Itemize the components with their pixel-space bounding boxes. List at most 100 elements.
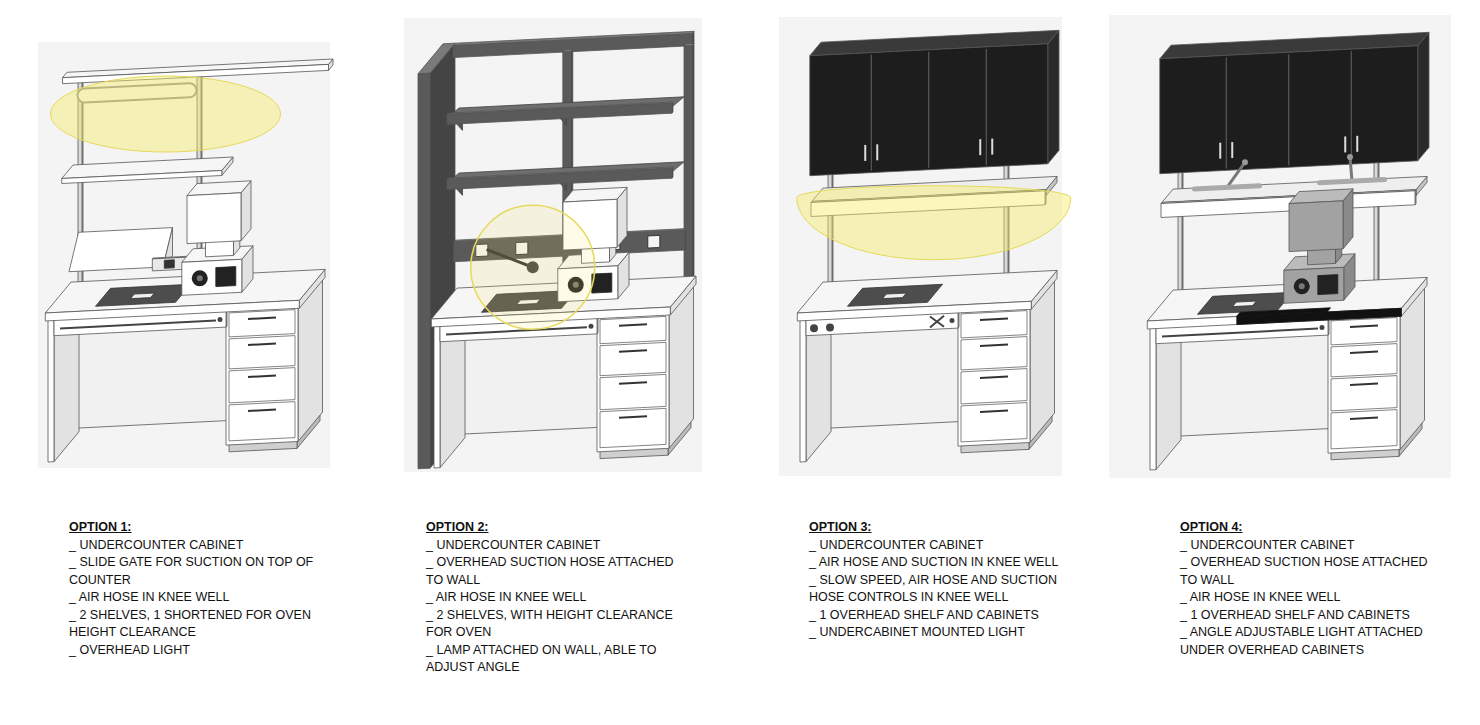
bench-knob bbox=[1320, 325, 1325, 330]
option-feature: _ OVERHEAD LIGHT bbox=[69, 642, 319, 660]
bench-face bbox=[1237, 308, 1402, 324]
option-column: OPTION 3:_ UNDERCOUNTER CABINET_ AIR HOS… bbox=[809, 519, 1059, 642]
option-feature: _ ANGLE ADJUSTABLE LIGHT ATTACHED UNDER … bbox=[1180, 624, 1435, 659]
bench-line bbox=[979, 139, 981, 155]
illustration-panel bbox=[404, 18, 702, 472]
illustration-panel bbox=[38, 42, 330, 468]
bench-line bbox=[1226, 57, 1227, 168]
option-column: OPTION 1:_ UNDERCOUNTER CABINET_ SLIDE G… bbox=[69, 519, 319, 659]
bench-line bbox=[986, 49, 987, 165]
bench-face bbox=[1331, 344, 1397, 377]
bench-face bbox=[418, 73, 430, 469]
bench-knob bbox=[1299, 283, 1305, 289]
workbench-option bbox=[779, 17, 1071, 476]
bench-line bbox=[619, 324, 647, 325]
option-heading: OPTION 1: bbox=[69, 519, 319, 537]
bench-knob bbox=[1242, 159, 1248, 165]
option-feature: _ AIR HOSE IN KNEE WELL bbox=[69, 589, 319, 607]
option-feature: _ OVERHEAD SUCTION HOSE ATTACHED TO WALL bbox=[1180, 554, 1435, 589]
option-heading: OPTION 4: bbox=[1180, 519, 1435, 537]
bench-face bbox=[1160, 46, 1418, 174]
bench-face bbox=[1178, 161, 1182, 291]
bench-face bbox=[1331, 376, 1397, 411]
workbench-option bbox=[38, 42, 333, 468]
bench-line bbox=[1350, 326, 1378, 327]
bench-face bbox=[1318, 275, 1338, 295]
bench-face bbox=[1374, 151, 1378, 281]
bench-line bbox=[248, 318, 276, 319]
bench-line bbox=[1356, 136, 1358, 152]
bench-face bbox=[961, 337, 1027, 370]
bench-face bbox=[563, 187, 627, 202]
bench-line bbox=[1351, 51, 1352, 162]
bench-face bbox=[797, 301, 1031, 321]
bench-face bbox=[600, 374, 666, 409]
bench-face bbox=[1147, 308, 1401, 329]
bench-knob bbox=[192, 270, 208, 286]
bench-line bbox=[248, 410, 276, 411]
bench-line bbox=[991, 139, 993, 155]
bench-face bbox=[229, 402, 295, 441]
bench-knob bbox=[826, 324, 834, 332]
bench-face bbox=[800, 320, 806, 462]
bench-knob bbox=[950, 318, 955, 323]
bench-face bbox=[958, 309, 1030, 447]
option-feature: _ 2 SHELVES, 1 SHORTENED FOR OVEN HEIGHT… bbox=[69, 607, 319, 642]
bench-face bbox=[182, 259, 242, 295]
bench-line bbox=[980, 411, 1008, 412]
bench-face bbox=[62, 171, 222, 184]
bench-line bbox=[1350, 352, 1378, 353]
bench-face bbox=[1048, 30, 1059, 164]
bench-face bbox=[229, 310, 295, 337]
bench-face bbox=[883, 293, 907, 299]
option-feature: _ UNDERCABINET MOUNTED LIGHT bbox=[809, 624, 1059, 642]
bench-line bbox=[871, 55, 872, 171]
bench-knob bbox=[589, 324, 594, 329]
bench-face bbox=[1289, 201, 1343, 252]
bench-face bbox=[226, 308, 298, 446]
bench-knob bbox=[218, 317, 223, 322]
bench-line bbox=[1227, 162, 1245, 187]
bench-face bbox=[1331, 410, 1397, 449]
bench-knob bbox=[197, 275, 203, 281]
bench-face bbox=[848, 284, 943, 306]
bench-line bbox=[1344, 136, 1346, 152]
bench-face bbox=[600, 342, 666, 375]
bench-line bbox=[446, 327, 587, 334]
bench-face bbox=[96, 284, 191, 306]
bench-line bbox=[619, 350, 647, 351]
bench-line bbox=[1350, 418, 1378, 419]
option-heading: OPTION 2: bbox=[426, 519, 681, 537]
bench-face bbox=[648, 235, 660, 248]
option-feature: _ AIR HOSE IN KNEE WELL bbox=[1180, 589, 1435, 607]
bench-face bbox=[229, 336, 295, 369]
bench-line bbox=[1350, 157, 1352, 181]
bench-face bbox=[418, 43, 455, 74]
option-feature: _ UNDERCOUNTER CABINET bbox=[69, 537, 319, 555]
bench-line bbox=[619, 382, 647, 383]
bench-line bbox=[1288, 54, 1289, 165]
bench-line bbox=[1162, 329, 1318, 337]
bench-face bbox=[131, 293, 155, 299]
bench-line bbox=[619, 416, 647, 417]
bench-line bbox=[1195, 186, 1260, 189]
bench-line bbox=[1350, 384, 1378, 385]
bench-face bbox=[1161, 191, 1415, 218]
bench-face bbox=[164, 260, 174, 269]
light-glow bbox=[797, 186, 1071, 260]
option-feature: _ 1 OVERHEAD SHELF AND CABINETS bbox=[1180, 607, 1435, 625]
option-feature: _ UNDERCOUNTER CABINET bbox=[809, 537, 1059, 555]
option-feature: _ AIR HOSE AND SUCTION IN KNEE WELL bbox=[809, 554, 1059, 572]
bench-face bbox=[229, 368, 295, 403]
bench-face bbox=[1331, 318, 1397, 345]
bench-knob bbox=[1294, 278, 1310, 294]
option-feature: _ SLIDE GATE FOR SUCTION ON TOP OF COUNT… bbox=[69, 554, 319, 589]
bench-face bbox=[187, 193, 241, 244]
option-feature: _ SLOW SPEED, AIR HOSE AND SUCTION HOSE … bbox=[809, 572, 1059, 607]
bench-line bbox=[980, 345, 1008, 346]
bench-face bbox=[48, 320, 54, 462]
bench-line bbox=[928, 52, 929, 168]
option-heading: OPTION 3: bbox=[809, 519, 1059, 537]
bench-line bbox=[980, 319, 1008, 320]
